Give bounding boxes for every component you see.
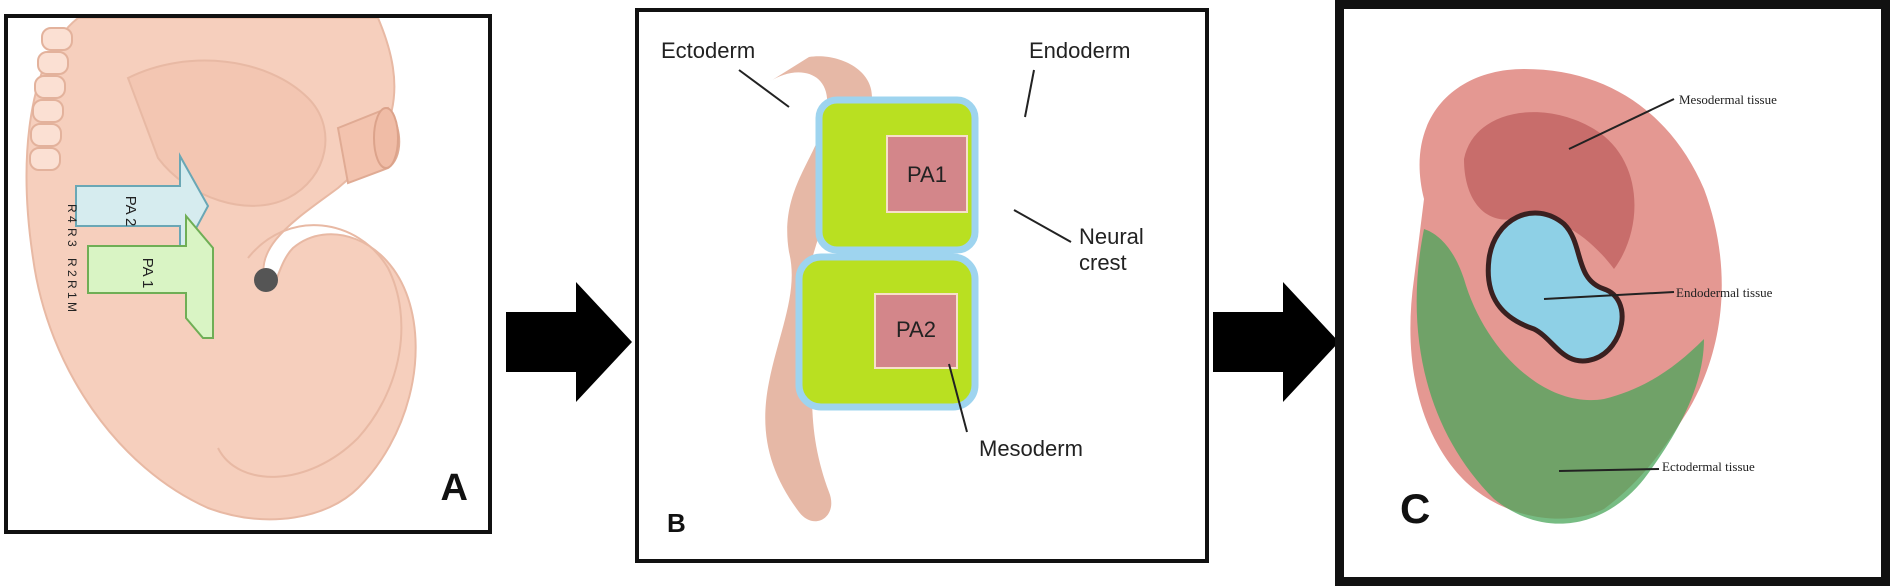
ectodermal-label: Ectodermal tissue [1662,459,1755,474]
pa1-arrow [87,213,214,339]
pa1-label: PA1 [907,162,947,187]
neural-crest-label-1: Neural [1079,224,1144,249]
panel-b: PA1 PA2 Ectoderm Endoderm Neural crest M… [635,8,1209,563]
stalk-opening [373,107,399,169]
optic-dot [254,268,278,292]
helix-inner [1464,112,1635,269]
somite-label-m: M [65,302,79,312]
endodermal-leader [1543,291,1675,300]
ectoderm-region [1416,229,1704,524]
panel-c-letter: C [1400,485,1431,532]
somite-label-r3: R 3 [65,228,79,247]
pa1-arrow-label: PA 1 [139,258,156,289]
ectoderm-layer [765,56,872,522]
endoderm-leader [1024,69,1035,118]
ectodermal-leader [1558,468,1660,472]
somite-label-r2: R 2 [65,258,79,277]
neural-crest-label-2: crest [1079,250,1127,275]
panel-b-letter: B [667,508,686,538]
flow-arrow-1 [506,282,632,402]
pa2-label: PA2 [896,317,936,342]
mesodermal-leader [1568,98,1675,150]
somite-label-r1: R 1 [65,280,79,299]
endoderm-label: Endoderm [1029,38,1131,63]
panel-c: Mesodermal tissue Endodermal tissue Ecto… [1335,0,1890,586]
somite-label-r4: R 4 [65,204,79,223]
somite-labels: M R 1 R 2 R 3 R 4 [65,204,79,312]
flow-arrow-2 [1213,282,1339,402]
mesodermal-label: Mesodermal tissue [1679,92,1777,107]
mesoderm-label: Mesoderm [979,436,1083,461]
pa2-box [874,293,958,369]
ear-illustration: Mesodermal tissue Endodermal tissue Ecto… [1410,69,1777,524]
pa2-arrow-label: PA 2 [122,196,139,227]
tail-bulge [217,224,403,478]
ectoderm-leader [738,69,790,108]
mesoderm-leader [948,363,968,433]
somites [29,27,73,171]
endoderm-region [1485,210,1625,364]
pa1-box [886,135,968,213]
neural-crest-leader [1013,209,1072,243]
head-fold [126,59,327,207]
panel-a: PA 2 PA 1 M R 1 R 2 R 3 R 4 A [4,14,492,534]
ectoderm-label: Ectoderm [661,38,755,63]
embryo-illustration: PA 2 PA 1 M R 1 R 2 R 3 R 4 [25,18,417,521]
endodermal-label: Endodermal tissue [1676,285,1773,300]
panel-a-letter: A [440,467,468,509]
pharyngeal-arch-diagram: PA1 PA2 Ectoderm Endoderm Neural crest M… [661,38,1144,522]
